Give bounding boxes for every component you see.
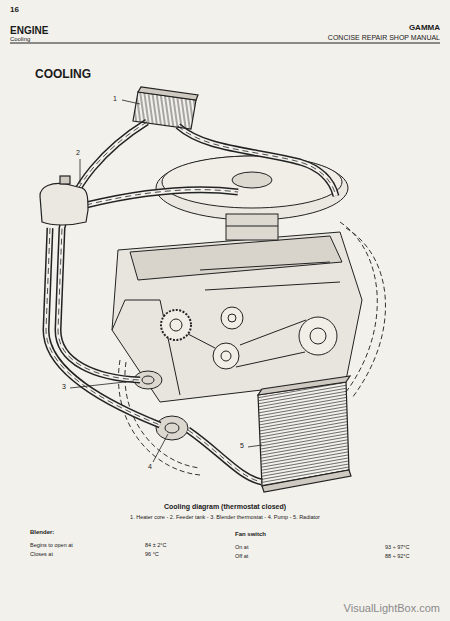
feeder-tank — [40, 176, 88, 225]
heater-core — [133, 87, 198, 129]
manual-name: CONCISE REPAIR SHOP MANUAL — [328, 34, 440, 42]
header-rule — [10, 43, 440, 44]
callout-number: 4 — [148, 463, 152, 471]
parts-list: 1. Heater core - 2. Feeder tank - 3. Ble… — [130, 514, 320, 520]
table-cell: 84 ± 2°C — [145, 542, 166, 548]
radiator — [258, 376, 351, 492]
model-name: GAMMA — [409, 24, 440, 33]
table-cell: Begins to open at — [30, 542, 73, 548]
table-cell: 96 °C — [145, 551, 159, 557]
table-cell: On at — [235, 544, 248, 550]
figure-caption: Cooling diagram (thermostat closed) — [164, 503, 286, 511]
callout-number: 3 — [62, 383, 66, 391]
table-cell: Closes at — [30, 551, 53, 557]
engine-block — [112, 232, 362, 402]
table-cell: 88 ÷ 92°C — [385, 553, 409, 559]
watermark: VisualLightBox.com — [344, 602, 440, 614]
callout-number: 2 — [76, 149, 80, 157]
leader-line — [70, 100, 262, 462]
callout-number: 1 — [113, 95, 117, 103]
section-heading: ENGINE — [10, 25, 48, 36]
page-title: COOLING — [35, 68, 91, 81]
page-number: 16 — [10, 6, 19, 15]
table-cell: 93 ÷ 97°C — [385, 544, 409, 550]
subsection: Cooling — [10, 36, 30, 43]
table-heading: Fan switch — [235, 531, 266, 538]
table-heading: Blender: — [30, 529, 54, 536]
pulleys — [161, 307, 337, 369]
table-cell: Off at — [235, 553, 248, 559]
thermostat-pump — [134, 371, 188, 440]
callout-number: 5 — [240, 442, 244, 450]
